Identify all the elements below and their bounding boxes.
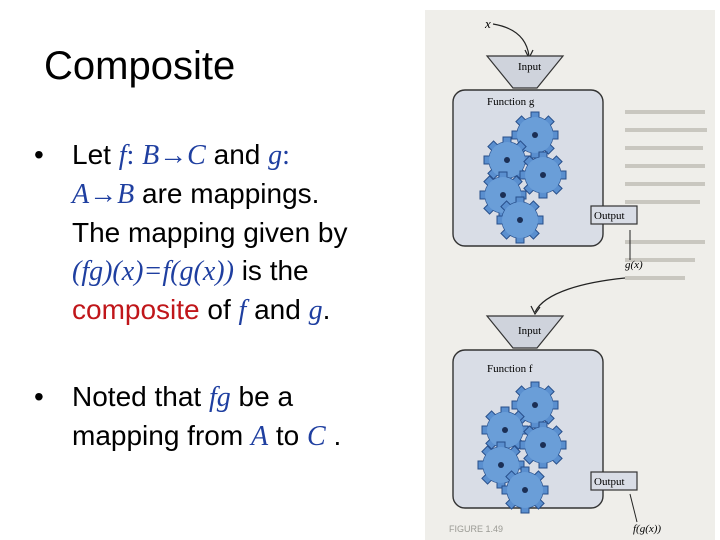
math-fg: fg: [208, 382, 231, 413]
composite-function-machine-figure: x Input Function g Output g(x) Input Fun…: [425, 10, 715, 540]
gear-icon: [519, 421, 567, 469]
input-hopper-bottom: [485, 315, 565, 349]
math-B: B: [117, 179, 135, 210]
text-noted-that: Noted that: [72, 381, 202, 412]
math-colon: :: [282, 140, 290, 171]
term-composite: composite: [72, 294, 200, 325]
text-be-a: be a: [238, 381, 294, 412]
math-A: A: [72, 179, 90, 210]
text-of: of: [207, 294, 231, 325]
math-arrow: →: [159, 140, 188, 171]
figure-label-fgx: f(g(x)): [633, 523, 661, 535]
function-g-label: Function g: [487, 96, 535, 108]
input-label-bottom: Input: [518, 325, 541, 337]
bullet-definition-text: Let f: B→C and g: A→B are mappings. The …: [72, 136, 414, 330]
math-colon: :: [126, 140, 135, 171]
text-and: and: [254, 294, 301, 325]
math-A: A: [250, 421, 269, 452]
bullet-note: • Noted that fg be a mapping from A to C…: [34, 378, 414, 456]
figure-label-gx: g(x): [625, 259, 643, 271]
gear-icon: [496, 196, 544, 244]
bullet-note-text: Noted that fg be a mapping from A to C .: [72, 378, 414, 456]
input-label-top: Input: [518, 61, 541, 73]
text-and: and: [213, 139, 261, 170]
math-f: f: [238, 295, 247, 326]
output-chute-top: [590, 205, 638, 225]
gear-icon: [501, 466, 549, 514]
math-C: C: [307, 421, 326, 452]
text-is-the: is the: [241, 255, 309, 286]
output-label-top: Output: [594, 210, 625, 222]
bullet-dot: •: [34, 381, 44, 412]
function-f-label: Function f: [487, 363, 533, 375]
figure-label-x: x: [484, 16, 491, 31]
math-B: B: [142, 140, 160, 171]
figure-caption: FIGURE 1.49: [449, 524, 503, 534]
slide-title: Composite: [44, 44, 236, 88]
text-let: Let: [72, 139, 111, 170]
text-are-mappings: are mappings.: [142, 178, 320, 209]
math-arrow: →: [89, 179, 118, 210]
math-f: f: [118, 140, 127, 171]
background-book-text: [625, 110, 707, 280]
output-chute-bottom: [590, 471, 638, 491]
gear-icon: [519, 151, 567, 199]
output-label-bottom: Output: [594, 476, 625, 488]
text-period: .: [322, 294, 331, 325]
bullet-dot: •: [34, 139, 44, 170]
arrow-final-output: [629, 493, 638, 523]
bullet-definition: • Let f: B→C and g: A→B are mappings. Th…: [34, 136, 414, 330]
math-g: g: [268, 140, 283, 171]
input-hopper-top: [485, 55, 565, 89]
text-period: .: [333, 420, 342, 451]
arrow-x-to-input: [492, 23, 530, 57]
text-mapping-given-by: The mapping given by: [72, 217, 348, 248]
arrow-gx-to-input: [534, 277, 626, 313]
math-C: C: [187, 140, 206, 171]
arrowhead: [530, 305, 541, 316]
math-g: g: [308, 295, 323, 326]
math-composite-formula: (fg)(x)=f(g(x)): [72, 256, 234, 287]
text-mapping-from: mapping from: [72, 420, 244, 451]
text-to: to: [275, 420, 300, 451]
